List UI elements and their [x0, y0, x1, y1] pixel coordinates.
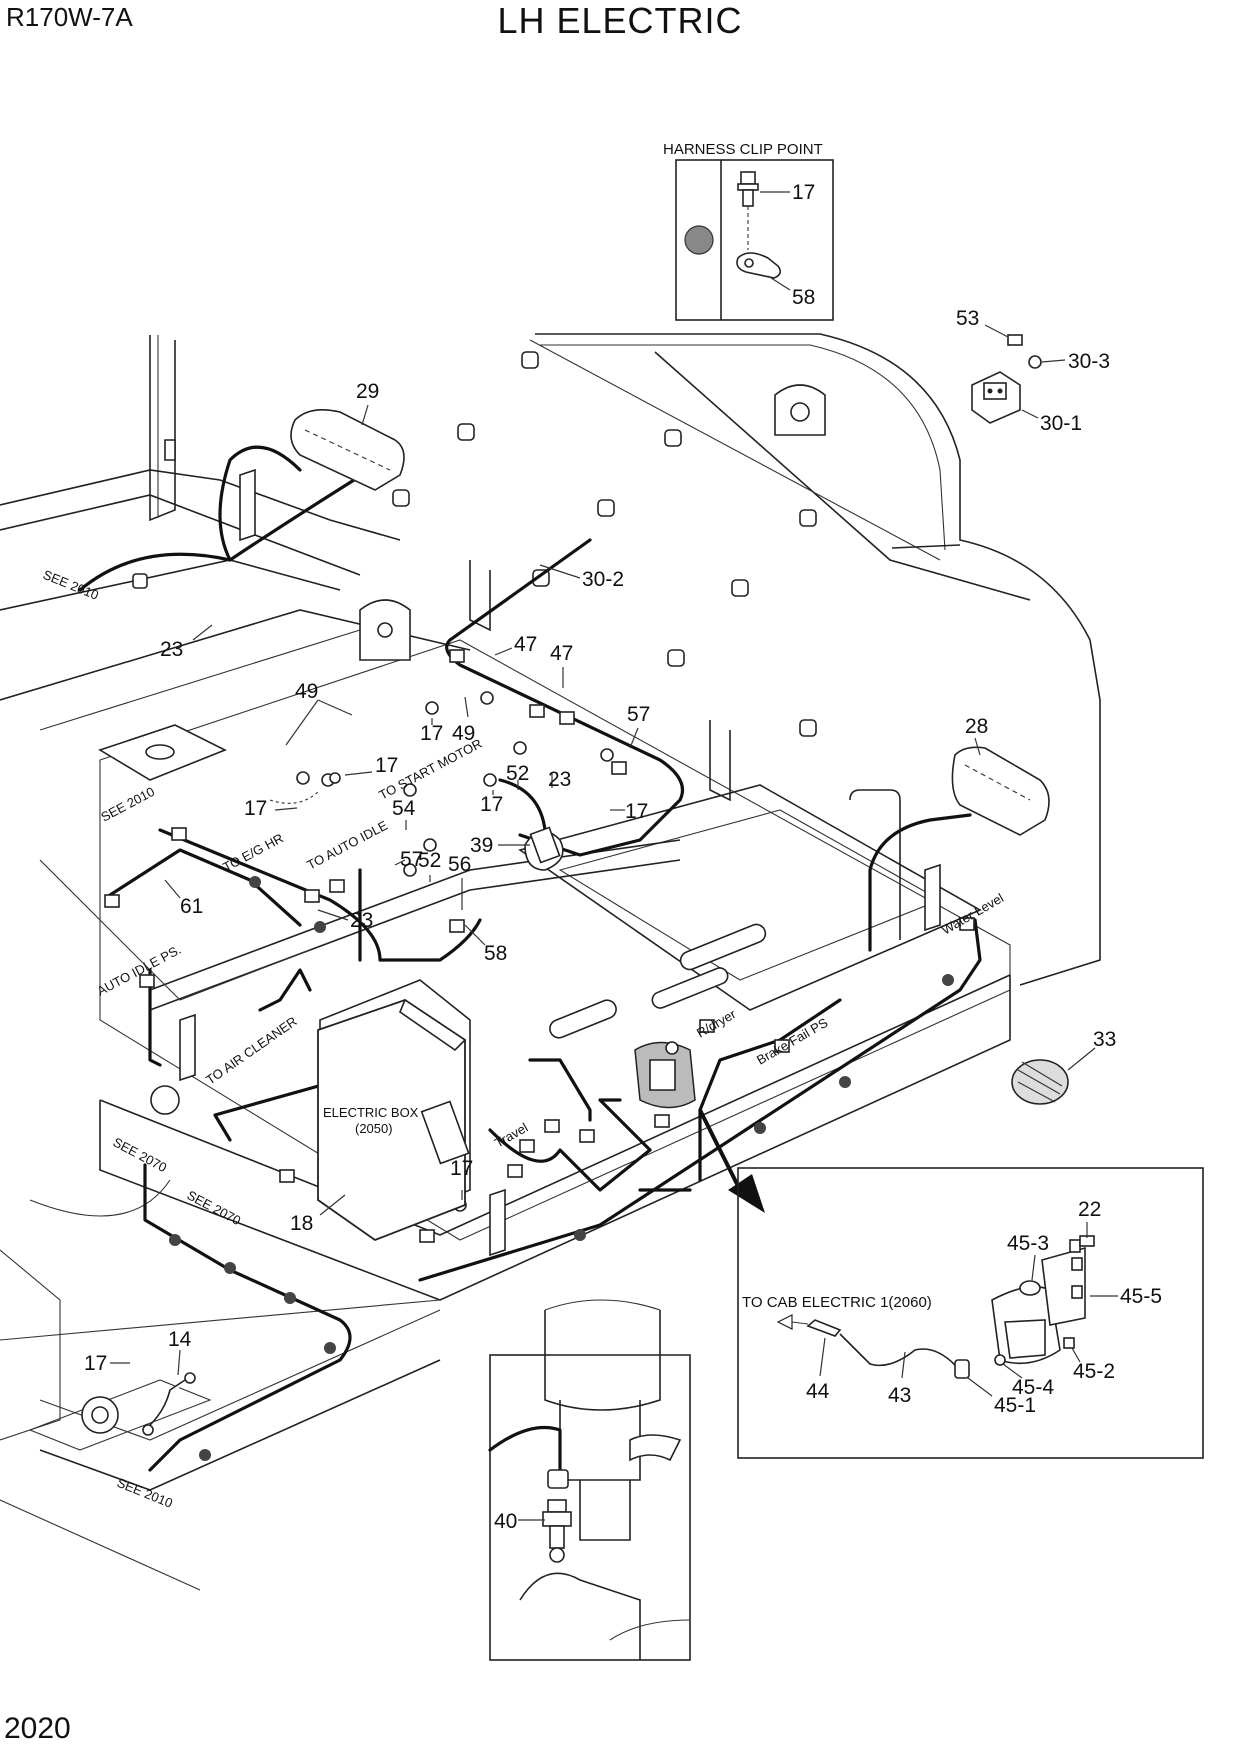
- callout-45-1: 45-1: [994, 1394, 1036, 1417]
- clip-point-dot-icon: [684, 225, 714, 255]
- callout-56: 56: [448, 853, 471, 876]
- callout-45-3: 45-3: [1007, 1232, 1049, 1255]
- callout-18: 18: [290, 1212, 313, 1235]
- callout-17-clip: 17: [792, 181, 815, 204]
- callout-58-clip: 58: [792, 286, 815, 309]
- callout-52-b: 52: [418, 849, 441, 872]
- callout-44: 44: [806, 1380, 830, 1403]
- air-filter-inset: 40: [488, 1299, 691, 1661]
- callout-14: 14: [168, 1328, 192, 1351]
- electric-box-ref: (2050): [355, 1121, 393, 1136]
- callout-23-left: 23: [160, 638, 183, 661]
- to-auto-idle-label: TO AUTO IDLE: [304, 817, 390, 872]
- callout-23-right: 23: [350, 909, 373, 932]
- cab-inset-frame: [737, 1167, 1204, 1459]
- washer-reservoir-icon: [634, 1041, 696, 1109]
- callout-45-2: 45-2: [1073, 1360, 1115, 1383]
- model-number: R170W-7A: [6, 2, 133, 32]
- see-2010-label-a: SEE 2010: [41, 567, 101, 603]
- callout-43: 43: [888, 1384, 911, 1407]
- callout-54: 54: [392, 797, 416, 820]
- callout-17-d: 17: [480, 793, 503, 816]
- callout-30-3: 30-3: [1068, 350, 1110, 373]
- callout-49-b: 49: [452, 722, 475, 745]
- electric-box-label: ELECTRIC BOX: [323, 1105, 419, 1120]
- callout-47-a: 47: [514, 633, 537, 656]
- callout-47-b: 47: [550, 642, 573, 665]
- see-2010-label-c: SEE 2010: [115, 1475, 175, 1511]
- harness-clip-inset: HARNESS CLIP POINT 17 58: [663, 141, 834, 321]
- callout-45-5: 45-5: [1120, 1285, 1162, 1308]
- callout-52-a: 52: [506, 762, 529, 785]
- brake-fail-ps-label: Brake Fail PS: [754, 1015, 831, 1068]
- callout-17-c: 17: [244, 797, 267, 820]
- callout-39: 39: [470, 834, 493, 857]
- callout-17-f: 17: [450, 1157, 473, 1180]
- callout-22: 22: [1078, 1198, 1101, 1221]
- clip-inset-title: HARNESS CLIP POINT: [663, 141, 823, 158]
- callout-57-b: 57: [400, 848, 423, 871]
- callout-23-mid: 23: [548, 768, 571, 791]
- part-callouts: 29 30-2 23 47 47 49 49 17 17 17 17 17 57…: [84, 307, 1116, 1376]
- callout-45-4: 45-4: [1012, 1376, 1054, 1399]
- cab-electric-inset: TO CAB ELECTRIC 1(2060) 22 45-3 45-5 45-…: [737, 1167, 1204, 1459]
- callout-29: 29: [356, 380, 379, 403]
- sensor-39-icon: [524, 826, 564, 871]
- to-air-cleaner-label: TO AIR CLEANER: [203, 1014, 300, 1088]
- callout-30-2: 30-2: [582, 568, 624, 591]
- electric-box: ELECTRIC BOX (2050): [317, 998, 470, 1242]
- see-2070-label-b: SEE 2070: [185, 1187, 244, 1228]
- callout-53: 53: [956, 307, 979, 330]
- wiring-harness: [78, 334, 1069, 1472]
- page-title: LH ELECTRIC: [497, 0, 743, 41]
- callout-61: 61: [180, 895, 203, 918]
- see-2010-label-b: SEE 2010: [98, 784, 157, 825]
- callout-40: 40: [494, 1510, 517, 1533]
- callout-17-g: 17: [84, 1352, 107, 1375]
- clip-inset-frame: [675, 159, 834, 321]
- callout-30-1: 30-1: [1040, 412, 1082, 435]
- r-dryer-label: R/dryer: [694, 1006, 739, 1041]
- callout-17-e: 17: [625, 800, 648, 823]
- callout-49-a: 49: [295, 680, 318, 703]
- callout-28: 28: [965, 715, 988, 738]
- lamp-30-1-icon: [971, 334, 1042, 424]
- page-number: 2020: [4, 1712, 71, 1745]
- callout-58: 58: [484, 942, 507, 965]
- callout-33: 33: [1093, 1028, 1116, 1051]
- callout-17-a: 17: [420, 722, 443, 745]
- callout-17-b: 17: [375, 754, 398, 777]
- to-cab-electric-label: TO CAB ELECTRIC 1(2060): [742, 1294, 932, 1311]
- see-2070-label-a: SEE 2070: [111, 1134, 170, 1175]
- callout-57-a: 57: [627, 703, 650, 726]
- boot-cover-28-icon: [951, 746, 1050, 836]
